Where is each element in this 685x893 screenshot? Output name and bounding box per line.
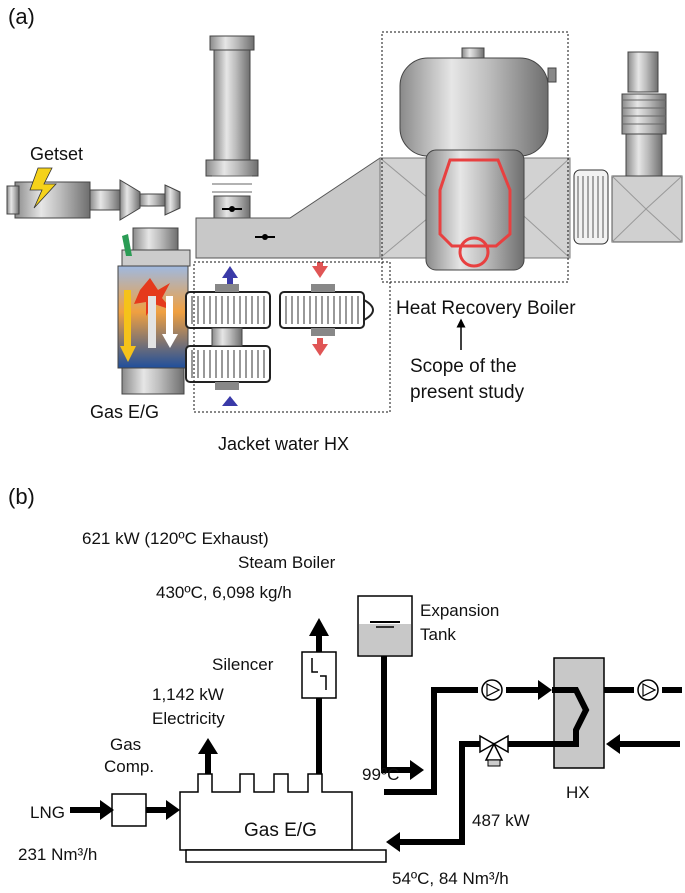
getset-label: Getset: [30, 144, 83, 164]
gas-eg-label-b: Gas E/G: [244, 820, 317, 841]
panel-a-label: (a): [8, 4, 35, 29]
genset-illustration: [6, 167, 181, 221]
gas-engine-illustration: [117, 227, 191, 395]
panel-b-label: (b): [8, 484, 35, 509]
exhaust-stack-left: [205, 35, 259, 219]
right-exchanger-illustration: [573, 51, 683, 245]
hx-label: HX: [566, 783, 590, 802]
hx-box: [553, 657, 605, 769]
expansion-label-line2: Tank: [420, 625, 456, 644]
jacket-water-box: [193, 261, 391, 413]
scope-label-line1: Scope of the: [410, 356, 517, 377]
silencer-label: Silencer: [212, 655, 274, 674]
gas-compressor-box: [111, 793, 147, 827]
scope-label-line2: present study: [410, 382, 525, 403]
lng-flow-label: 231 Nm³/h: [18, 845, 97, 864]
valve-icon: [479, 734, 509, 767]
gas-engine-block: [179, 773, 353, 851]
electricity-value-label: 1,142 kW: [152, 685, 224, 704]
jacket-kw-label: 487 kW: [472, 811, 530, 830]
lng-label: LNG: [30, 803, 65, 822]
return-spec-label: 54ºC, 84 Nm³/h: [392, 869, 509, 888]
exhaust-label: 621 kW (120ºC Exhaust): [82, 529, 269, 548]
gas-comp-label-line1: Gas: [110, 735, 141, 754]
gas-comp-label-line2: Comp.: [104, 757, 154, 776]
engine-base: [185, 849, 387, 863]
heat-recovery-boiler-illustration: [379, 47, 571, 271]
steam-spec-label: 430ºC, 6,098 kg/h: [156, 583, 292, 602]
lightning-icon: [29, 167, 57, 209]
heat-recovery-boiler-label: Heat Recovery Boiler: [396, 298, 576, 319]
electricity-label: Electricity: [152, 709, 225, 728]
jacket-water-hx-illustration: [185, 262, 374, 406]
scope-box: [381, 31, 569, 283]
steam-boiler-label: Steam Boiler: [238, 553, 336, 572]
jacket-water-hx-label: Jacket water HX: [218, 434, 349, 454]
expansion-label-line1: Expansion: [420, 601, 499, 620]
silencer-box: [301, 651, 337, 699]
gas-eg-label-a: Gas E/G: [90, 402, 159, 422]
temp-99-label: 99ºC: [362, 765, 399, 784]
